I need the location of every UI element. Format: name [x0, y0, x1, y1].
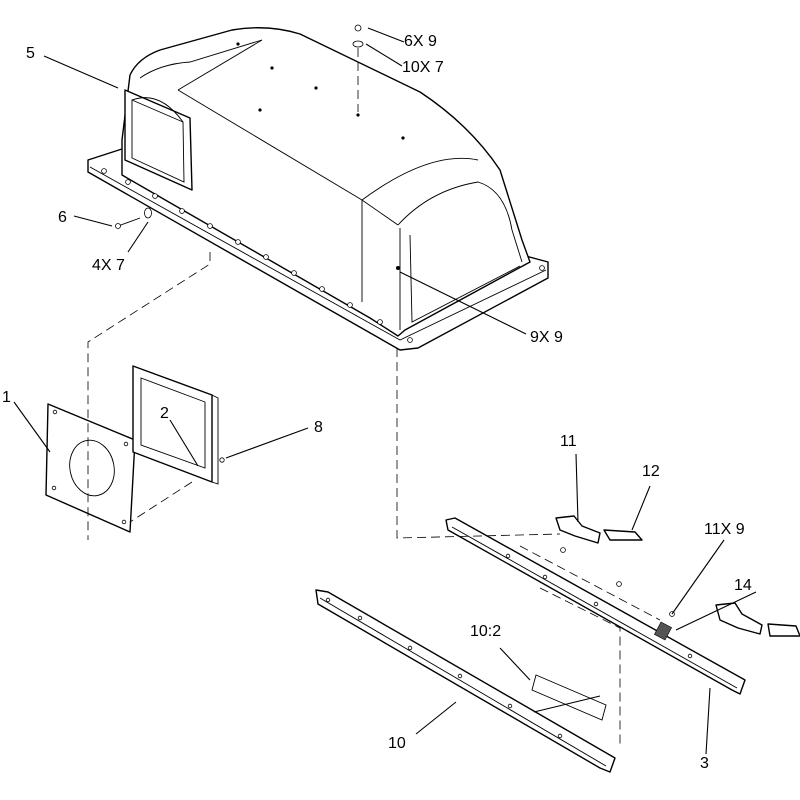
adapter-plate [45, 403, 136, 533]
callout-10-2: 10:2 [470, 623, 501, 640]
callout-8: 8 [314, 419, 323, 436]
callout-6: 6 [58, 209, 67, 226]
callout-10x7: 10X 7 [402, 59, 444, 76]
callout-5: 5 [26, 45, 35, 62]
rail-lower-part-10 [315, 589, 616, 773]
leader-lines [13, 27, 757, 755]
callout-11: 11 [560, 433, 577, 450]
callout-12: 12 [642, 463, 660, 480]
flange-holes [101, 168, 545, 343]
hood-housing [87, 27, 549, 351]
callout-6x9: 6X 9 [404, 33, 437, 50]
callout-4x7: 4X 7 [92, 257, 125, 274]
side-screw-washer [115, 207, 152, 229]
clip-part-11 [555, 515, 601, 544]
callout-9x9: 9X 9 [530, 329, 563, 346]
rail-upper-part-3 [445, 517, 746, 695]
clip-part-12 [603, 529, 643, 541]
callout-11x9: 11X 9 [704, 521, 745, 538]
callout-2: 2 [160, 405, 169, 422]
callout-1: 1 [2, 389, 11, 406]
callout-14: 14 [734, 577, 752, 594]
clip-part-14 [715, 602, 800, 637]
alignment-lines [87, 252, 661, 744]
top-screw-washer [352, 24, 364, 112]
gasket-frame [132, 365, 225, 485]
decal-part-10-2 [531, 674, 607, 721]
callout-3: 3 [700, 755, 709, 772]
callout-10: 10 [388, 735, 406, 752]
